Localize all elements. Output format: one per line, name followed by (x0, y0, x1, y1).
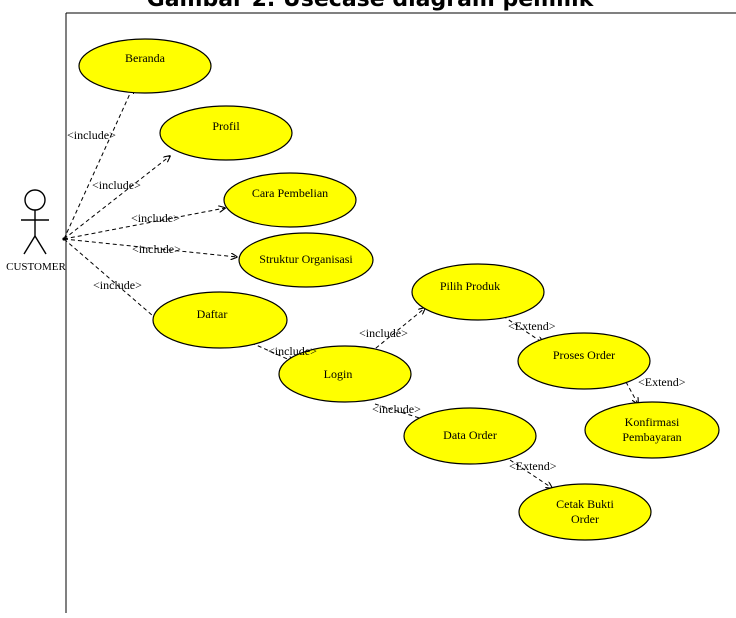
relation-label-extend-proses-order: <Extend> (508, 319, 556, 333)
usecase-label-login: Login (324, 367, 353, 381)
usecase-cetak-bukti-order[interactable] (518, 483, 652, 541)
relation-labels: <include> <include> <include> <include> … (67, 128, 686, 473)
relation-label-include-struktur: <include> (132, 242, 181, 256)
line-data-order-cetak-bukti (509, 459, 552, 488)
relation-label-include-pilih-produk: <include> (359, 326, 408, 340)
relation-label-include-profil: <include> (92, 178, 141, 192)
usecase-label-cara-pembelian: Cara Pembelian (252, 186, 328, 200)
usecase-proses-order[interactable] (517, 332, 651, 390)
actor-left-leg (23, 235, 36, 255)
line-login-pilih-produk (364, 308, 425, 358)
relation-label-include-login: <include> (268, 344, 317, 358)
usecase-beranda[interactable] (78, 38, 212, 94)
usecase-cara-pembelian[interactable] (223, 172, 357, 228)
usecase-label-profil: Profil (212, 119, 240, 133)
usecase-label-daftar: Daftar (197, 307, 228, 321)
line-pilih-produk-proses-order (502, 315, 543, 343)
actor-label: CUSTOMER (6, 261, 66, 273)
actor-head (24, 189, 46, 211)
usecase-label-data-order: Data Order (443, 428, 497, 442)
relation-label-include-data-order: <include> (372, 402, 421, 416)
relation-label-extend-konfirmasi: <Extend> (638, 375, 686, 389)
line-actor-beranda (63, 87, 133, 240)
relation-label-extend-cetak-bukti: <Extend> (509, 459, 557, 473)
line-login-data-order (374, 403, 429, 421)
actor-right-leg (34, 235, 47, 255)
usecase-label-beranda: Beranda (125, 51, 166, 65)
relation-label-include-daftar: <include> (93, 278, 142, 292)
usecase-label-konfirmasi: Konfirmasi (625, 415, 680, 429)
usecase-label-order: Order (571, 512, 599, 526)
use-case-ellipses (78, 38, 720, 541)
usecase-login[interactable] (278, 345, 412, 403)
usecase-label-struktur-organisasi: Struktur Organisasi (259, 252, 353, 266)
usecase-label-pilih-produk: Pilih Produk (440, 279, 500, 293)
relation-label-include-cara-pembelian: <include> (131, 211, 180, 225)
relation-lines (63, 87, 638, 488)
usecase-daftar[interactable] (152, 291, 288, 349)
relation-label-include-beranda: <include> (67, 128, 116, 142)
line-proses-order-konfirmasi (625, 381, 638, 404)
line-actor-cara-pembelian (63, 208, 225, 240)
diagram-title: Gambar 2. Usecase diagram pemilik (60, 0, 680, 12)
use-case-labels: Beranda Profil Cara Pembelian Struktur O… (125, 51, 682, 526)
usecase-profil[interactable] (159, 105, 293, 161)
usecase-konfirmasi-pembayaran[interactable] (584, 401, 720, 459)
usecase-pilih-produk[interactable] (411, 263, 545, 321)
usecase-label-proses-order: Proses Order (553, 348, 615, 362)
line-actor-daftar (63, 238, 160, 322)
usecase-label-pembayaran: Pembayaran (622, 430, 681, 444)
actor-customer: CUSTOMER (6, 189, 67, 273)
usecase-struktur-organisasi[interactable] (238, 232, 374, 288)
usecase-label-cetak-bukti: Cetak Bukti (556, 497, 614, 511)
actor-connection-point (62, 237, 66, 241)
line-actor-profil (63, 156, 170, 240)
usecase-data-order[interactable] (403, 407, 537, 465)
line-actor-struktur-organisasi (63, 238, 237, 257)
